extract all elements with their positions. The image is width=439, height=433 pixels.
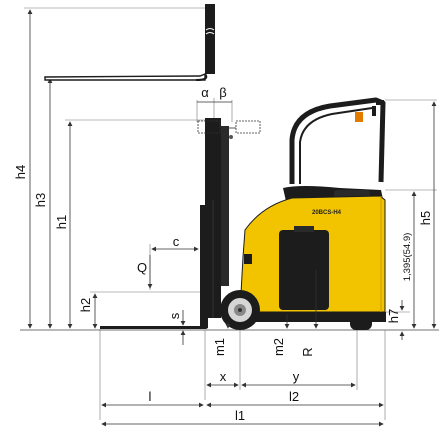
rear-wheel (350, 316, 372, 330)
h3-label: h3 (33, 193, 48, 207)
overhead-height-label: 1,395(54.9) (402, 233, 413, 282)
l2-label: l2 (289, 389, 299, 404)
l1-label: l1 (235, 408, 245, 423)
l-dimension: l (101, 389, 204, 408)
h7-dimension: h7 (386, 300, 405, 340)
h3-dimension: h3 (33, 78, 53, 329)
x-dimension: x (206, 369, 239, 388)
truck-body: 20BCS-H4 (238, 97, 386, 322)
c-label: c (173, 234, 180, 249)
raised-fork (44, 4, 215, 81)
m1-label: m1 (212, 338, 227, 356)
R-label: R (300, 347, 315, 356)
lowered-fork (100, 292, 208, 329)
x-label: x (220, 369, 227, 384)
front-wheel (220, 290, 260, 330)
load-center-dimension: c Q (137, 234, 199, 290)
h5-dimension: h5 (418, 101, 437, 329)
h7-label: h7 (386, 309, 401, 323)
mast (197, 118, 261, 318)
h4-dimension: h4 (13, 9, 33, 329)
h2-dimension: h2 (78, 293, 98, 329)
y-label: y (293, 369, 300, 384)
h1-dimension: h1 (54, 121, 73, 329)
model-text: 20BCS-H4 (312, 210, 342, 216)
h4-label: h4 (13, 165, 28, 179)
h2-label: h2 (78, 298, 93, 312)
m1-dimension: m1 (212, 322, 231, 356)
l1-dimension: l1 (101, 408, 384, 427)
l2-dimension: l2 (206, 389, 384, 408)
y-dimension: y (241, 369, 356, 388)
alpha-label: α (201, 85, 209, 100)
tilt-angle-dimension: α β (196, 85, 233, 122)
beta-label: β (219, 85, 226, 100)
m2-dimension: m2 (271, 314, 290, 356)
s-label: s (167, 312, 182, 319)
m2-label: m2 (271, 338, 286, 356)
warning-light (355, 112, 363, 122)
h5-label: h5 (418, 211, 433, 225)
overhead-guard-height-dimension: 1,395(54.9) (402, 191, 417, 329)
h1-label: h1 (54, 215, 69, 229)
s-dimension: s (167, 310, 186, 345)
Q-label: Q (137, 260, 147, 275)
R-dimension: R (300, 270, 319, 357)
l-label: l (149, 389, 152, 404)
